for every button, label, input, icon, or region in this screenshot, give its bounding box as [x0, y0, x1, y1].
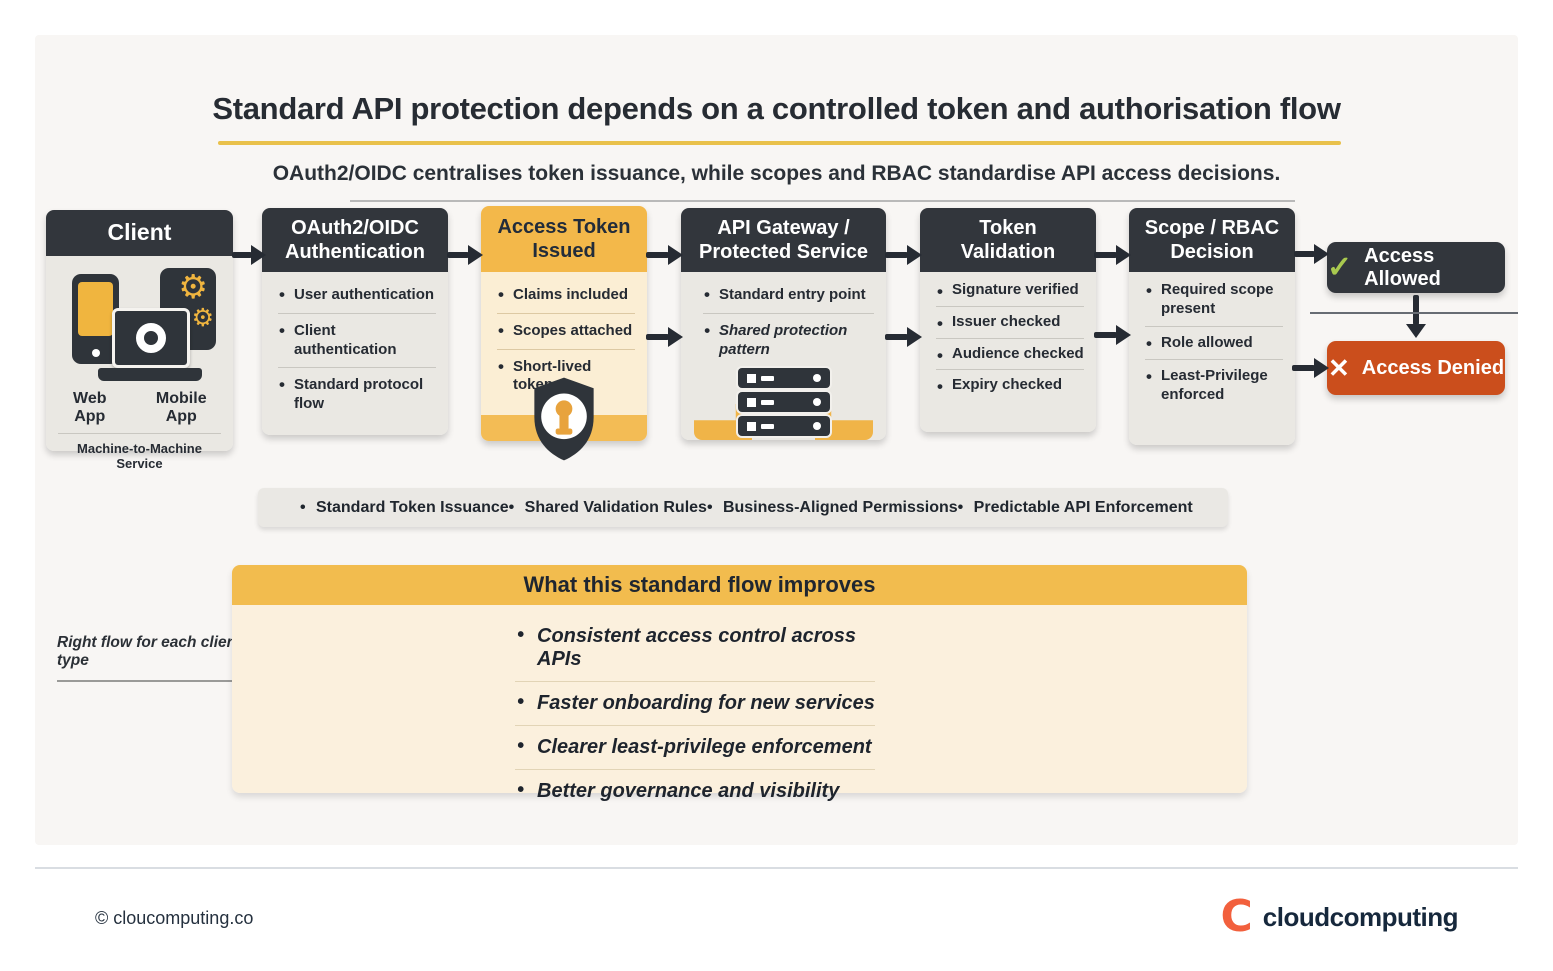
flow-arrow-icon: [885, 327, 922, 347]
flow-arrow-icon: [1094, 325, 1131, 345]
client-caption: Right flow for each client type: [57, 634, 243, 682]
cross-icon: ✕: [1327, 353, 1350, 383]
access-denied-label: Access Denied: [1361, 356, 1505, 379]
brand-name: cloudcomputing: [1262, 901, 1459, 932]
bullet-item: Required scope present: [1145, 274, 1283, 327]
access-denied-box: ✕ Access Denied: [1327, 341, 1505, 395]
improve-item: Consistent access control across APIs: [515, 615, 875, 682]
api-gateway-box: API Gateway / Protected Service Standard…: [681, 208, 886, 440]
bullet-item: Standard entry point: [703, 278, 874, 314]
title-underline: [218, 141, 1341, 145]
token-validation-box: Token Validation Signature verified Issu…: [920, 208, 1096, 432]
access-allowed-label: Access Allowed: [1364, 244, 1441, 290]
improve-item: Clearer least-privilege enforcement: [515, 726, 875, 770]
flow-arrow-icon: [447, 245, 483, 265]
benefit-item: Standard Token Issuance: [300, 499, 509, 517]
copyright-text: © cloucomputing.co: [95, 908, 254, 928]
flow-arrow-icon: [1094, 245, 1131, 265]
gear-icon: ⚙: [191, 304, 214, 332]
camera-lens-icon: [136, 323, 166, 353]
bullet-item: Issuer checked: [936, 307, 1084, 339]
flow-arrow-icon: [646, 245, 683, 265]
benefit-item: Business-Aligned Permissions: [707, 499, 958, 517]
brand-logo: C cloudcomputing: [1221, 895, 1459, 939]
page-title: Standard API protection depends on a con…: [212, 91, 1341, 126]
token-validation-box-title: Token Validation: [920, 208, 1096, 272]
bullet-item: Audience checked: [936, 339, 1084, 371]
scope-rbac-box-title: Scope / RBAC Decision: [1129, 208, 1295, 272]
subtitle-underline: [350, 200, 1295, 202]
client-type-mobile-app: Mobile App: [155, 390, 207, 425]
benefit-item: Predictable API Enforcement: [958, 499, 1193, 517]
bullet-item: Standard protocol flow: [278, 368, 436, 422]
flow-arrow-icon: [1292, 358, 1329, 378]
client-type-labels: Web App Mobile App Machine-to-Machine Se…: [58, 390, 221, 471]
bullet-item: Scopes attached: [497, 314, 635, 350]
flow-arrow-down-icon: [1406, 295, 1426, 338]
api-gateway-box-body: Standard entry point Shared protection p…: [681, 272, 886, 440]
scope-rbac-box-body: Required scope present Role allowed Leas…: [1129, 272, 1295, 445]
check-icon: ✓: [1327, 250, 1353, 284]
token-validation-box-body: Signature verified Issuer checked Audien…: [920, 272, 1096, 432]
flow-arrow-icon: [646, 327, 683, 347]
flow-arrow-icon: [885, 245, 922, 265]
gear-icon: ⚙: [178, 268, 208, 305]
scope-rbac-box: Scope / RBAC Decision Required scope pre…: [1129, 208, 1295, 445]
client-type-m2m: Machine-to-Machine Service: [77, 441, 202, 471]
bullet-item: Client authentication: [278, 314, 436, 369]
benefit-item: Shared Validation Rules: [509, 499, 707, 517]
access-allowed-box: ✓ Access Allowed: [1327, 242, 1505, 293]
improves-panel-title: What this standard flow improves: [232, 565, 1247, 605]
oauth-box-body: User authentication Client authenticatio…: [262, 272, 448, 435]
client-device-icons: ⚙ ⚙: [46, 268, 233, 381]
oauth-box: OAuth2/OIDC Authentication User authenti…: [262, 208, 448, 435]
bullet-item: Role allowed: [1145, 327, 1283, 361]
improves-panel: What this standard flow improves Consist…: [232, 565, 1247, 802]
client-box: Client ⚙ ⚙: [46, 210, 243, 682]
client-box-title: Client: [46, 210, 233, 256]
bullet-item: Least-Privilege enforced: [1145, 360, 1283, 412]
improves-panel-body: Consistent access control across APIs Fa…: [232, 605, 1247, 802]
benefits-bar: Standard Token Issuance Shared Validatio…: [258, 488, 1228, 527]
flow-arrow-icon: [232, 245, 266, 265]
server-stack-icon: [737, 364, 830, 436]
bullet-item: Claims included: [497, 278, 635, 314]
access-token-box-body: Claims included Scopes attached Short-li…: [481, 272, 647, 461]
oauth-box-title: OAuth2/OIDC Authentication: [262, 208, 448, 272]
content-card: Standard API protection depends on a con…: [35, 35, 1518, 845]
access-token-box: Access Token Issued Claims included Scop…: [481, 206, 647, 461]
footer-divider: [35, 867, 1518, 869]
mobile-phone-icon: [72, 274, 119, 364]
divider-line: [1310, 312, 1518, 314]
brand-c-icon: C: [1220, 891, 1253, 942]
client-box-body: ⚙ ⚙ Web App Mobile App: [46, 256, 233, 471]
bullet-item: Shared protection pattern: [703, 314, 874, 368]
bullet-item: Expiry checked: [936, 370, 1084, 401]
client-type-web-app: Web App: [73, 390, 107, 425]
access-token-box-title: Access Token Issued: [481, 206, 647, 272]
bullet-item: Signature verified: [936, 275, 1084, 307]
api-gateway-box-title: API Gateway / Protected Service: [681, 208, 886, 272]
token-shield-icon: [526, 375, 602, 463]
page-subtitle: OAuth2/OIDC centralises token issuance, …: [272, 162, 1281, 185]
bullet-item: User authentication: [278, 278, 436, 314]
flow-arrow-icon: [1294, 244, 1329, 264]
laptop-icon: [112, 308, 190, 368]
improve-item: Better governance and visibility: [515, 770, 875, 813]
improve-item: Faster onboarding for new services: [515, 682, 875, 726]
